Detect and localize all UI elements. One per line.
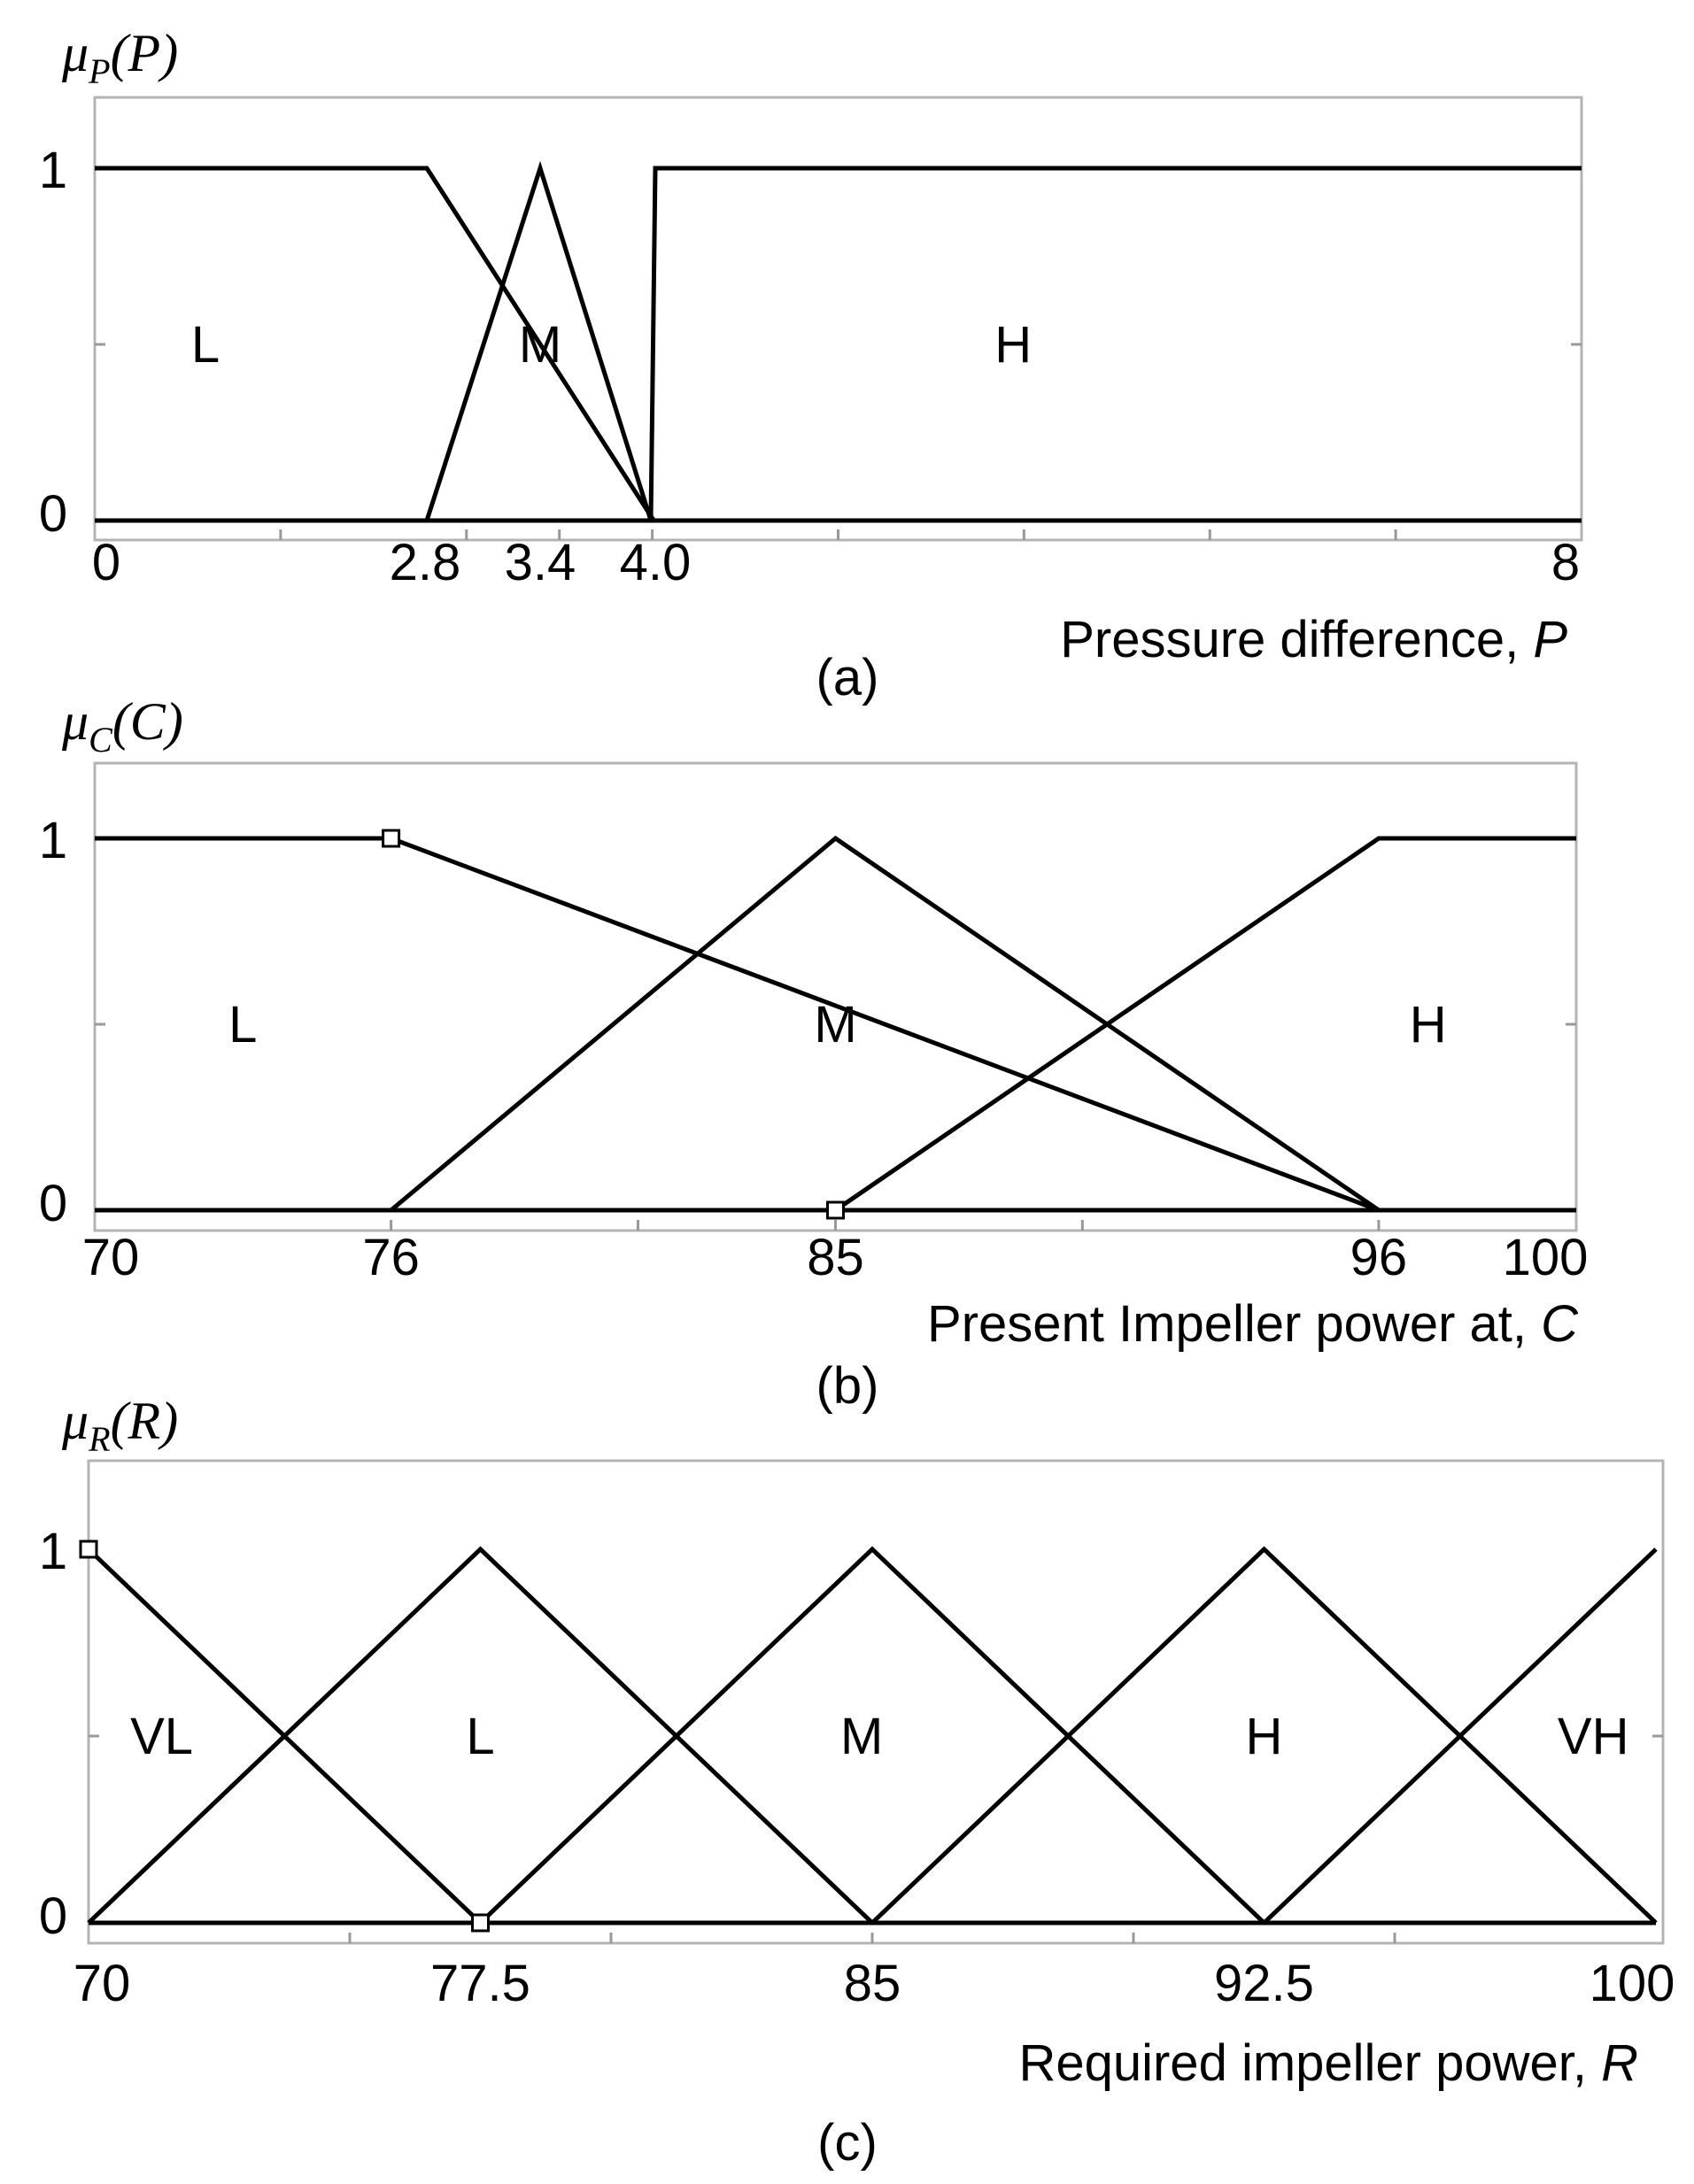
y-tick-1: 1 xyxy=(39,1523,67,1580)
x-tick-label: 70 xyxy=(82,1229,140,1286)
y-axis-label: μP(P) xyxy=(61,24,178,91)
panel-label: (a) xyxy=(816,649,879,706)
panel-b: L M H 0 1 70 76 85 96 100 μC(C) Present Impeller po… xyxy=(39,692,1589,1415)
term-label-l: L xyxy=(191,316,220,374)
term-label-h: H xyxy=(1410,996,1447,1053)
x-tick-label: 92.5 xyxy=(1214,1955,1314,2012)
term-label-l: L xyxy=(228,996,257,1053)
x-tick-label: 0 xyxy=(92,534,120,591)
term-label-vh: VH xyxy=(1558,1708,1629,1765)
panel-a: L M H 0 1 0 2.8 3.4 4.0 8 μP(P) Pressure difference… xyxy=(39,24,1583,706)
mf-m xyxy=(389,835,1381,1213)
term-label-m: M xyxy=(814,996,856,1053)
x-tick-label: 96 xyxy=(1350,1229,1408,1286)
x-tick-label: 2.8 xyxy=(390,534,461,591)
mf-m xyxy=(424,160,654,521)
plot-frame xyxy=(93,96,1583,542)
y-axis-label: μC(C) xyxy=(61,692,183,760)
x-axis-label: Required impeller power, R xyxy=(1018,2034,1638,2092)
x-axis-label: Pressure difference, P xyxy=(1060,611,1567,668)
mf-vh xyxy=(1262,1547,1658,1925)
x-tick-label: 100 xyxy=(1503,1229,1589,1286)
term-label-l: L xyxy=(466,1708,494,1765)
x-tick-label: 85 xyxy=(807,1229,864,1286)
mf-l xyxy=(87,1546,874,1925)
mf-h xyxy=(834,836,1576,1213)
panel-label: (b) xyxy=(816,1357,879,1415)
y-tick-1: 1 xyxy=(39,812,67,869)
panel-c: VL L M H VH 0 1 70 77.5 85 92.5 100 μR(R) Required im… xyxy=(39,1392,1675,2172)
x-tick-label: 3.4 xyxy=(505,534,576,591)
mf-h xyxy=(870,1546,1658,1925)
term-label-m: M xyxy=(840,1708,883,1765)
y-tick-0: 0 xyxy=(39,1175,67,1232)
term-label-h: H xyxy=(994,316,1032,374)
panel-label: (c) xyxy=(817,2114,878,2172)
mf-m xyxy=(478,1546,1266,1925)
x-tick-label: 4.0 xyxy=(620,534,692,591)
x-tick-label: 8 xyxy=(1551,534,1580,591)
x-tick-label: 100 xyxy=(1590,1955,1675,2012)
x-axis-label: Present Impeller power at, C xyxy=(927,1295,1579,1353)
plot-frame xyxy=(87,1459,1665,1945)
term-label-h: H xyxy=(1246,1708,1283,1765)
y-axis-label: μR(R) xyxy=(61,1392,178,1459)
x-tick-label: 85 xyxy=(844,1955,901,2012)
y-tick-1: 1 xyxy=(39,142,67,199)
point-marker xyxy=(79,1540,98,1559)
x-tick-label: 77.5 xyxy=(430,1955,530,2012)
term-label-vl: VL xyxy=(130,1708,193,1765)
y-tick-0: 0 xyxy=(39,485,67,543)
mf-l xyxy=(95,836,1380,1213)
x-tick-label: 76 xyxy=(362,1229,420,1286)
x-tick-label: 70 xyxy=(73,1955,131,2012)
y-tick-0: 0 xyxy=(39,1887,67,1945)
term-label-m: M xyxy=(519,316,561,374)
point-marker xyxy=(826,1200,845,1220)
mf-l xyxy=(95,166,656,522)
point-marker xyxy=(382,829,401,848)
point-marker xyxy=(471,1913,490,1933)
mf-h xyxy=(648,166,1582,521)
